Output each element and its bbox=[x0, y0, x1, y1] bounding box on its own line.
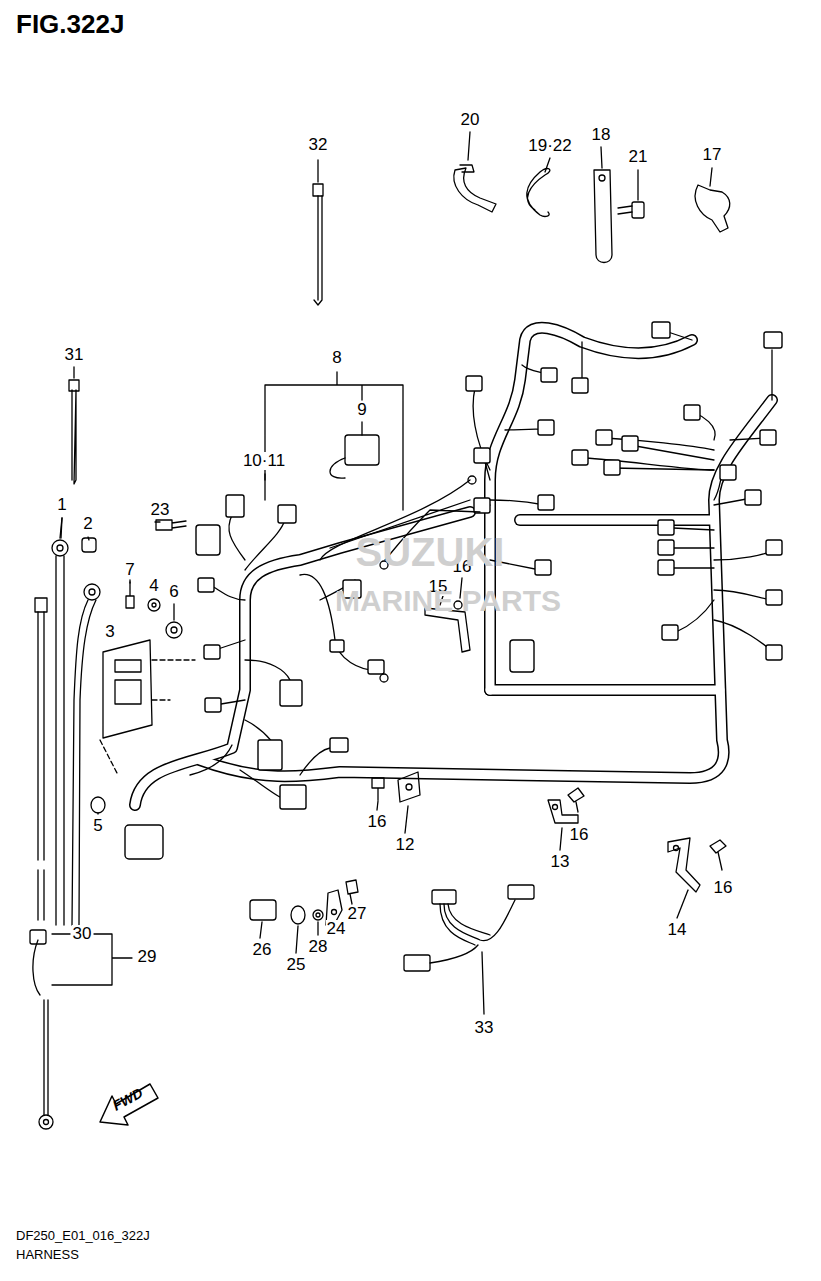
callout-number: 9 bbox=[356, 401, 367, 420]
callout-number: 21 bbox=[628, 148, 649, 167]
callout-number: 23 bbox=[150, 501, 171, 520]
callout-number: 32 bbox=[308, 136, 329, 155]
callout-number: 28 bbox=[308, 938, 329, 957]
callout-number: 2 bbox=[82, 515, 93, 534]
callout-number: 16 bbox=[569, 826, 590, 845]
callout-number: 17 bbox=[702, 146, 723, 165]
callout-number: 24 bbox=[326, 920, 347, 939]
callout-number: 20 bbox=[460, 111, 481, 130]
callout-number: 6 bbox=[168, 583, 179, 602]
callout-number: 7 bbox=[124, 561, 135, 580]
callout-number: 25 bbox=[286, 956, 307, 975]
callout-number: 16 bbox=[367, 813, 388, 832]
callout-number: 12 bbox=[395, 836, 416, 855]
callout-number: 31 bbox=[64, 346, 85, 365]
figure-caption: HARNESS bbox=[16, 1248, 79, 1262]
callout-number: 13 bbox=[550, 853, 571, 872]
callout-number: 19·22 bbox=[527, 137, 572, 156]
callout-number: 14 bbox=[667, 921, 688, 940]
callout-number: 5 bbox=[92, 817, 103, 836]
callout-number: 4 bbox=[148, 577, 159, 596]
callout-number: 16 bbox=[713, 879, 734, 898]
figure-title: FIG.322J bbox=[16, 10, 124, 39]
callout-number: 10·11 bbox=[242, 452, 286, 471]
callout-number: 8 bbox=[331, 349, 342, 368]
watermark-text: MARINE PARTS bbox=[335, 584, 561, 617]
callout-number: 3 bbox=[104, 623, 115, 642]
callout-number: 29 bbox=[137, 948, 158, 967]
callout-number: 26 bbox=[252, 941, 273, 960]
callout-number: 18 bbox=[591, 126, 612, 145]
callout-number: 27 bbox=[347, 905, 368, 924]
drawing-code: DF250_E01_016_322J bbox=[16, 1229, 150, 1243]
callout-number: 33 bbox=[474, 1019, 495, 1038]
watermark-text: SUZUKI bbox=[356, 530, 505, 574]
forward-arrow bbox=[100, 1084, 158, 1125]
callout-number: 30 bbox=[72, 925, 93, 944]
callout-number: 1 bbox=[56, 496, 67, 515]
